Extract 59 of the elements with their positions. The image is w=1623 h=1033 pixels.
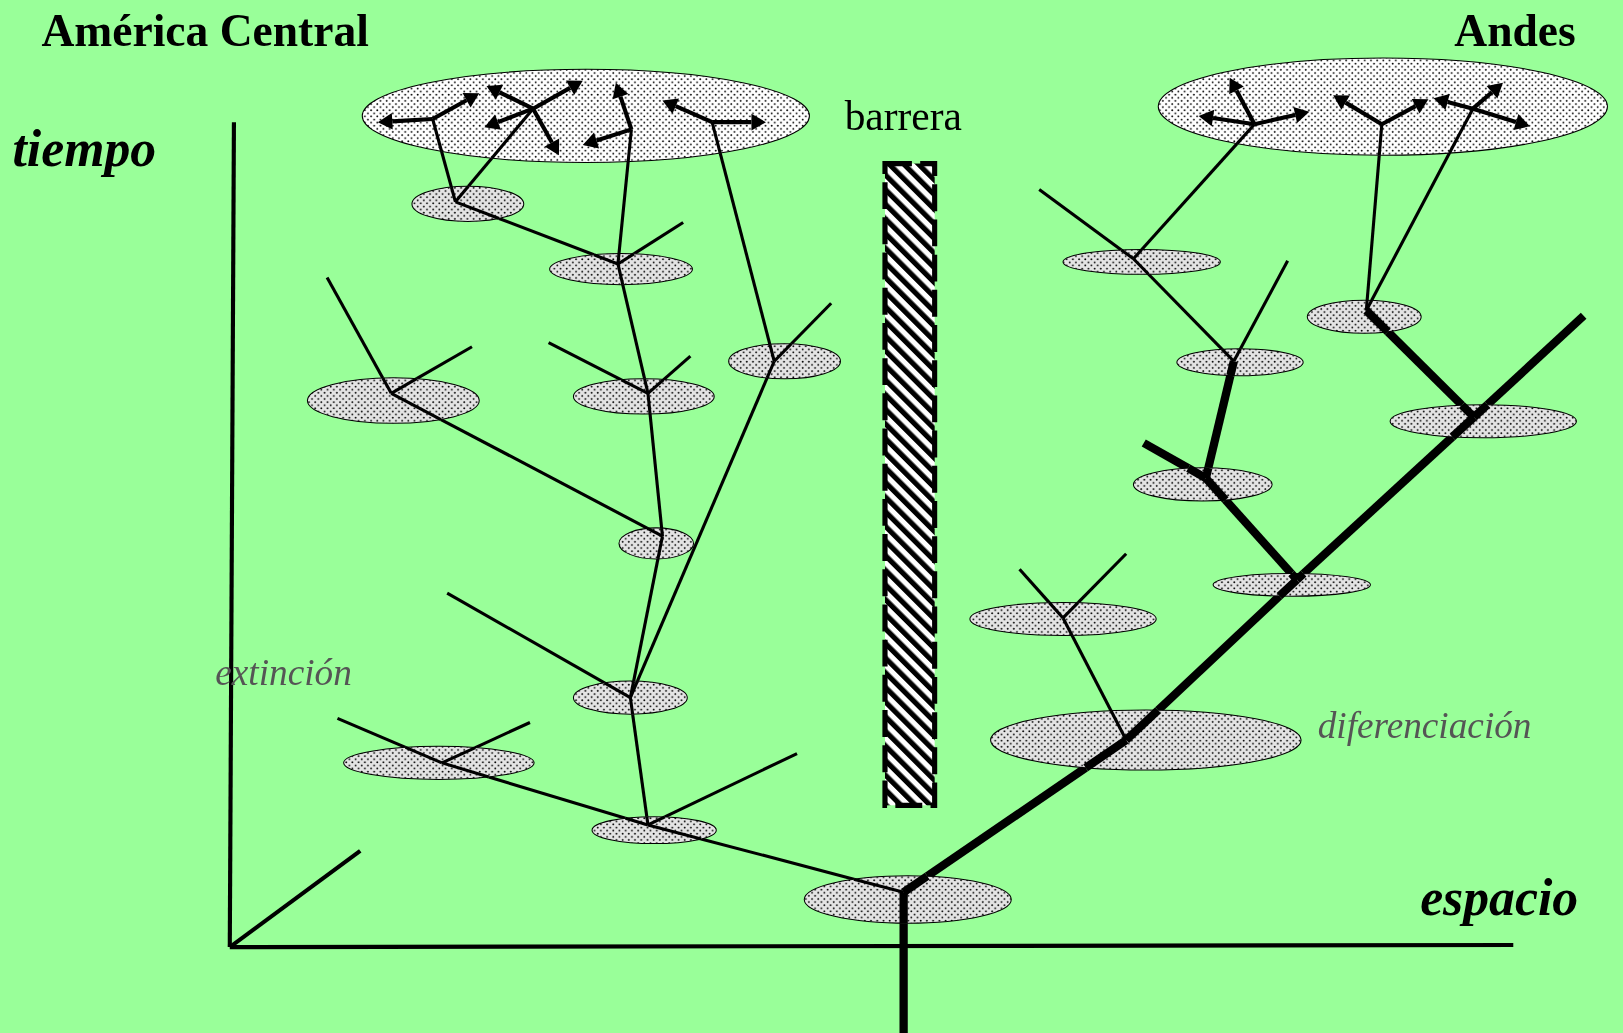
population-ellipse — [361, 68, 810, 164]
branch-line — [1239, 260, 1289, 350]
population-ellipse — [591, 815, 717, 845]
branch-line — [662, 354, 692, 381]
branch-line — [635, 377, 769, 682]
branch-line — [648, 413, 664, 529]
branch-line — [664, 752, 798, 819]
population-ellipse — [572, 378, 715, 415]
population-ellipse — [549, 252, 693, 286]
population-ellipse — [1062, 248, 1221, 276]
branch-line — [336, 716, 407, 749]
population-ellipse — [411, 185, 525, 223]
branch-line — [1140, 142, 1239, 251]
branch-line — [790, 302, 833, 345]
region-label: América Central — [41, 8, 369, 54]
branch-line — [1204, 374, 1235, 469]
branch-line — [547, 341, 623, 382]
branch-line — [415, 345, 473, 380]
branch-line — [632, 558, 660, 682]
branch-line — [1070, 634, 1113, 712]
branch-line — [1365, 155, 1381, 301]
population-ellipse — [969, 601, 1157, 637]
branch-line — [718, 152, 772, 345]
population-ellipse — [1176, 348, 1304, 377]
population-ellipse — [572, 680, 688, 715]
branch-line — [1038, 188, 1123, 252]
branch-line — [700, 837, 855, 881]
branch-line — [617, 161, 630, 254]
branch-line — [467, 157, 493, 188]
barrier-label: barrera — [844, 96, 962, 138]
annotation: diferenciación — [1317, 706, 1532, 745]
branch-line — [474, 721, 531, 749]
branch-line — [1018, 568, 1051, 604]
branch-line — [446, 591, 606, 685]
population-ellipse — [1212, 570, 1371, 600]
population-ellipse — [990, 707, 1302, 772]
population-ellipse — [728, 342, 841, 380]
branch-line — [440, 151, 453, 188]
branch-line — [631, 713, 649, 817]
population-ellipse — [1389, 401, 1577, 440]
population-ellipse — [306, 377, 480, 424]
branch-line — [899, 923, 908, 1033]
branch-line — [633, 221, 684, 256]
branch-line — [325, 276, 385, 379]
branch-line — [1077, 552, 1128, 604]
branch-line — [621, 284, 647, 380]
population-ellipse — [1306, 299, 1422, 335]
branch-line — [488, 775, 626, 820]
branch-line — [440, 418, 649, 530]
population-ellipse — [803, 872, 1012, 924]
region-label: Andes — [1454, 8, 1576, 54]
branch-line — [498, 217, 595, 257]
population-ellipse — [1157, 57, 1608, 156]
axis-label: espacio — [1420, 871, 1579, 924]
population-ellipse — [343, 745, 535, 780]
branch-line — [1147, 273, 1224, 351]
population-ellipse — [1132, 464, 1273, 503]
population-ellipse — [618, 526, 694, 560]
branch-line — [1370, 152, 1451, 302]
